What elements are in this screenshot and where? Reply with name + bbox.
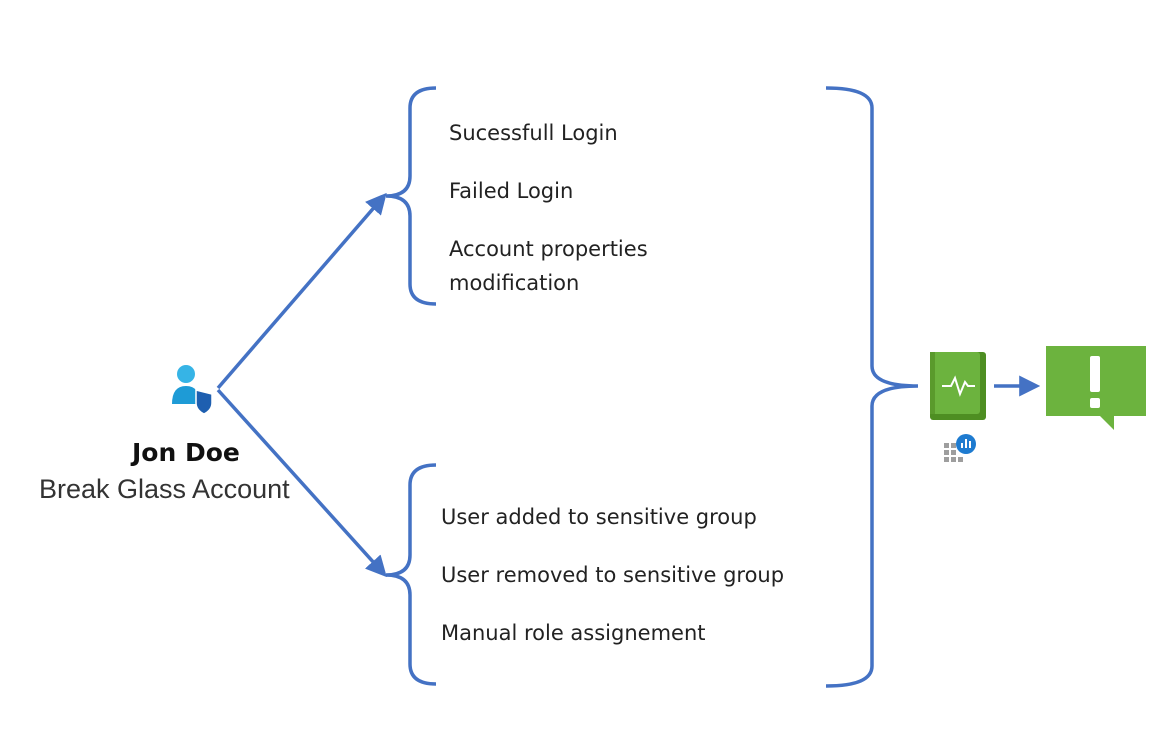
event-manual-role: Manual role assignement	[441, 621, 706, 645]
combined-events-brace	[825, 86, 919, 688]
workbook-activity-icon	[930, 352, 986, 420]
arrow-to-bottom-group	[216, 388, 387, 578]
event-user-removed: User removed to sensitive group	[441, 563, 785, 587]
event-account-properties: Account properties	[449, 237, 648, 261]
bottom-group-brace	[385, 463, 437, 686]
event-account-modification: modification	[449, 271, 580, 295]
admin-user-shield-icon	[172, 365, 213, 415]
event-failed-login: Failed Login	[449, 179, 574, 203]
event-user-added: User added to sensitive group	[441, 505, 757, 529]
arrow-to-top-group	[216, 192, 387, 390]
log-analytics-icon	[944, 434, 976, 462]
event-successful-login: Sucessfull Login	[449, 121, 618, 145]
user-role: Break Glass Account	[39, 474, 290, 504]
alert-exclamation-icon	[1046, 346, 1146, 430]
top-group-brace	[385, 86, 437, 306]
user-name: Jon Doe	[132, 438, 240, 467]
